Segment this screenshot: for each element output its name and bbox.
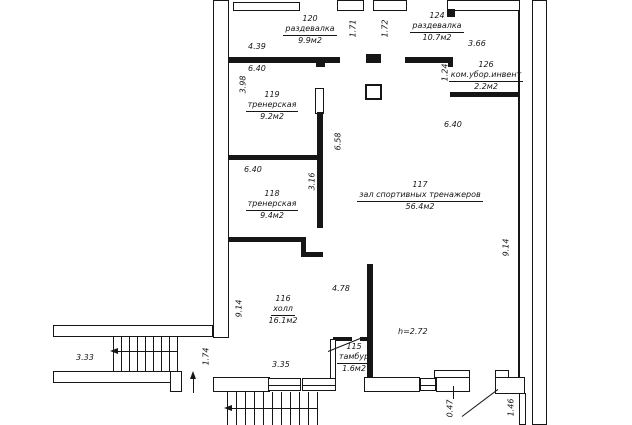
wall-room119-south [228,155,318,160]
room-label-115: 115 тамбур 1.6м2 [322,342,386,375]
dim-9.14-left: 9.14 [234,299,244,318]
up-arrow-line [193,374,194,393]
room-number: 120 [302,14,318,23]
room-area: 1.6м2 [342,364,366,374]
leader-bottom-right [461,389,499,417]
stairs-bottom-direction-line [229,408,318,409]
wall-right-inner-line [518,0,520,393]
dim-0.47: 0.47 [445,399,455,418]
room-name: раздевалка [283,24,337,37]
room-label-124: 124 раздевалка 10.7м2 [397,11,477,44]
wall-top-seg-3 [447,0,520,11]
room-number: 117 [412,180,428,189]
door-stub-120 [316,63,325,67]
stair-block-step-wall [170,371,182,392]
dim-9.14-right: 9.14 [501,238,511,257]
wall-top-seg-2 [373,0,407,11]
wall-right-outer [532,0,547,425]
dim-1.71: 1.71 [348,19,358,38]
room-number: 124 [429,11,445,20]
wall-room118-jog-h [301,252,323,257]
wall-bottom-2 [364,377,420,392]
wall-left-outer [213,0,229,338]
room-label-116: 116 холл 16.1м2 [243,294,323,327]
wall-room124-south [405,57,453,63]
room-name: зал спортивных тренажеров [357,190,483,203]
stair-block-bottom-wall [53,371,178,383]
wall-room118-jog-v [301,237,306,257]
stairs-left-arrow-icon [110,348,118,354]
wall-hall-east [367,264,373,380]
room-area: 9.9м2 [298,36,322,46]
dim-3.35: 3.35 [272,360,290,369]
room-name: тамбур [336,352,372,365]
room-name: тренерская [245,100,299,113]
dim-6.40-c: 6.40 [244,165,262,174]
wall-tambour-top-1 [333,337,352,341]
room-number: 119 [264,90,280,99]
room-number: 115 [346,342,362,351]
room-label-120: 120 раздевалка 9.9м2 [270,14,350,47]
wall-top-band [233,2,300,11]
dim-6.58: 6.58 [333,132,343,151]
stairs-left-direction-line [115,351,178,352]
leader-047 [453,386,454,399]
window-3 [420,378,436,391]
wall-tambour-top-2 [360,337,373,341]
stairs-left [113,337,179,371]
dim-3.33: 3.33 [76,353,94,362]
room-area: 9.2м2 [260,112,284,122]
wall-top-seg-1 [337,0,364,11]
wall-right-lower-band [519,393,526,425]
room-label-126: 126 ком.убор.инвент 2.2м2 [446,60,526,93]
dim-3.16: 3.16 [307,172,317,191]
wall-room126-south [450,92,518,97]
room-area: 10.7м2 [422,33,452,43]
room-area: 2.2м2 [474,82,498,92]
room-number: 126 [478,60,494,69]
dim-1.24: 1.24 [440,63,450,82]
up-arrow-icon [190,371,196,379]
wall-bottom-1 [213,377,270,392]
dim-6.40-a: 6.40 [248,64,266,73]
room-area: 9.4м2 [260,211,284,221]
wall-bottom-corner [495,377,525,394]
wall-room120-south [228,57,340,63]
room-area: 16.1м2 [268,316,298,326]
wall-top-seg-3-lip [447,9,455,17]
room-label-118: 118 тренерская 9.4м2 [232,189,312,222]
stairs-bottom-arrow-icon [224,405,232,411]
room-number: 116 [275,294,291,303]
dim-4.39: 4.39 [248,42,266,51]
dim-6.40-b: 6.40 [444,120,462,129]
wall-bottom-3-tab [434,370,470,378]
wall-stub-cap [366,54,381,63]
column [365,84,382,100]
wall-room118-south [228,237,306,242]
stair-block-top-wall [53,325,213,337]
room-name: ком.убор.инвент [448,70,524,83]
partition-main [317,112,323,228]
partition-door-band [315,88,324,114]
window-2 [302,378,336,391]
room-label-119: 119 тренерская 9.2м2 [232,90,312,123]
dim-3.98: 3.98 [238,75,248,94]
room-name: раздевалка [410,21,464,34]
wall-bottom-corner-tab [495,370,509,378]
ceiling-height-note: h=2.72 [398,327,428,336]
room-name: тренерская [245,199,299,212]
room-name: холл [271,304,295,317]
dim-3.66: 3.66 [468,39,486,48]
window-1 [268,378,301,391]
dim-4.78: 4.78 [332,284,350,293]
room-area: 56.4м2 [405,202,435,212]
door-stub-124 [448,63,453,67]
dim-1.74: 1.74 [201,347,211,366]
room-number: 118 [264,189,280,198]
room-label-117: 117 зал спортивных тренажеров 56.4м2 [340,180,500,213]
dim-1.72: 1.72 [380,19,390,38]
dim-1.46: 1.46 [506,398,516,417]
